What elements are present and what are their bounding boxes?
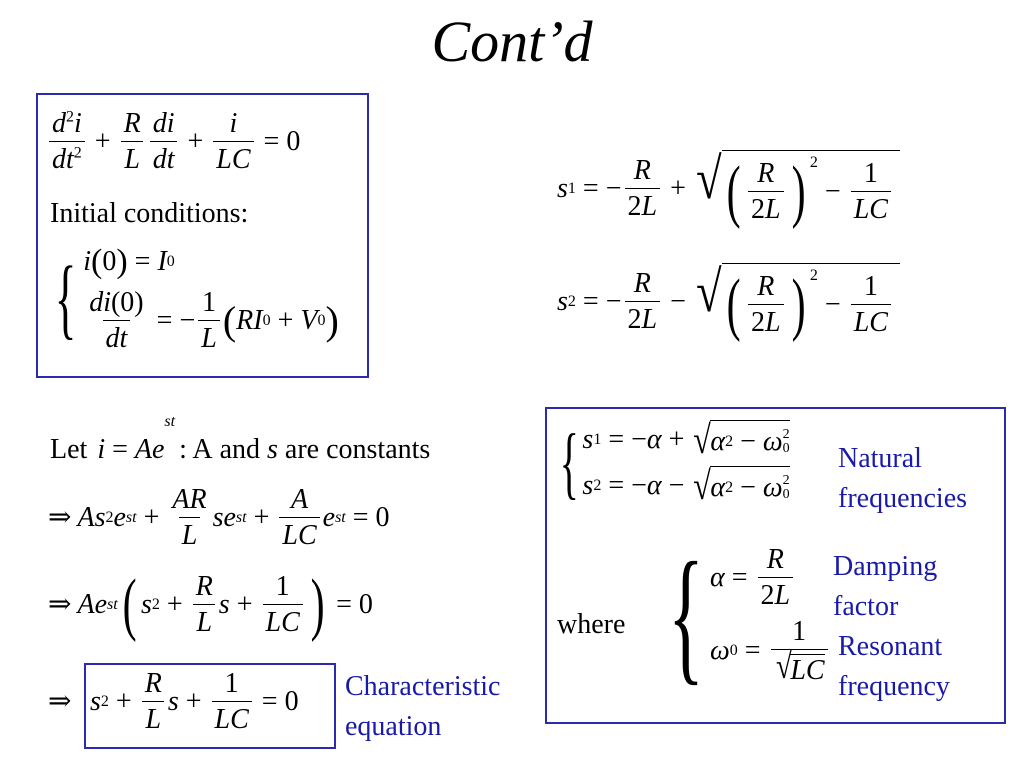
characteristic-label: Characteristic: [345, 671, 501, 702]
let-word: Let: [50, 434, 88, 465]
let-rest: are constants: [277, 434, 431, 465]
slide-title: Cont’d: [431, 9, 593, 74]
ode-box: [36, 93, 369, 378]
let-colon: : A: [179, 434, 213, 465]
let-s: s: [267, 434, 278, 465]
let-and: and: [212, 434, 267, 465]
initial-conditions-label: Initial conditions:: [50, 198, 249, 229]
equation-label: equation: [345, 711, 442, 742]
natural-label: Natural: [838, 443, 922, 474]
damping-label: Damping: [833, 551, 938, 582]
resonant-label: Resonant: [838, 631, 943, 662]
characteristic-equation-box: [84, 663, 336, 749]
derivation-arrow-3: ⇒: [48, 686, 72, 717]
frequencies-label: frequencies: [838, 483, 968, 514]
frequencies-box: [545, 407, 1006, 724]
where-label: where: [557, 609, 626, 640]
factor-label: factor: [833, 591, 899, 622]
frequency-label: frequency: [838, 671, 950, 702]
